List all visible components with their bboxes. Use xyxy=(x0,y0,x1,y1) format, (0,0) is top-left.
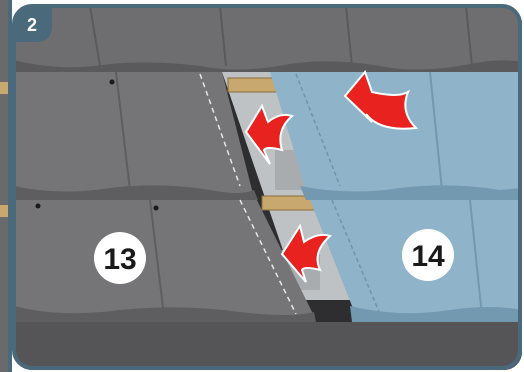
previous-panel-edge xyxy=(0,0,12,372)
eaves-row xyxy=(14,322,522,370)
top-tile-row xyxy=(14,6,522,72)
tile-14-label: 14 xyxy=(402,229,454,281)
tile-13-label: 13 xyxy=(94,232,146,284)
tile-14-number: 14 xyxy=(411,240,445,273)
tile-13-number: 13 xyxy=(103,243,136,276)
step-badge: 2 xyxy=(14,6,52,42)
step-number: 2 xyxy=(27,15,37,35)
